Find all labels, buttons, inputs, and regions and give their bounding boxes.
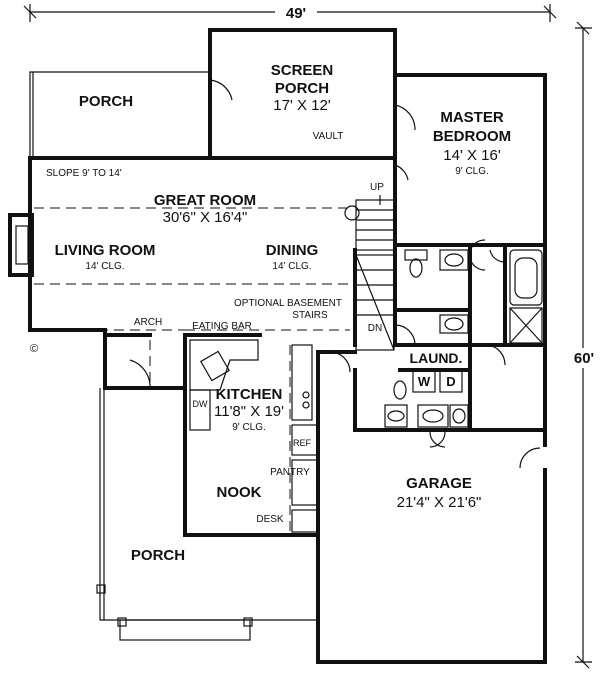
exterior-walls xyxy=(8,28,547,664)
dining-clg: 14' CLG. xyxy=(272,261,311,272)
arch-note: ARCH xyxy=(134,317,162,328)
living-room-clg: 14' CLG. xyxy=(85,261,124,272)
porch-top-label: PORCH xyxy=(79,93,133,110)
slope-note: SLOPE 9' TO 14' xyxy=(46,168,122,179)
great-room-size: 30'6" X 16'4" xyxy=(163,209,248,226)
living-room-label: LIVING ROOM xyxy=(55,242,156,259)
screen-porch-label-2: PORCH xyxy=(275,80,329,97)
bath-fixtures xyxy=(384,249,543,428)
laundry-appliances xyxy=(412,369,463,393)
width-label: 49' xyxy=(286,5,306,22)
washer-label: W xyxy=(418,374,431,389)
room-labels: PORCH SCREEN PORCH 17' X 12' VAULT MASTE… xyxy=(30,62,511,564)
nook-label: NOOK xyxy=(217,484,262,501)
dn-note: DN xyxy=(368,323,382,334)
doors xyxy=(129,79,541,469)
master-label-1: MASTER xyxy=(440,109,504,126)
great-room-label: GREAT ROOM xyxy=(154,192,256,209)
dimension-width: 49' xyxy=(23,3,557,22)
master-size: 14' X 16' xyxy=(443,147,501,164)
kitchen-fixtures xyxy=(189,339,318,533)
screen-porch-label-1: SCREEN xyxy=(271,62,334,79)
stairs xyxy=(344,195,395,351)
kitchen-size: 11'8" X 19' xyxy=(214,403,284,420)
front-porch xyxy=(96,388,318,641)
vault-note: VAULT xyxy=(313,131,344,142)
kitchen-label: KITCHEN xyxy=(216,386,283,403)
optional-basement-note-2: STAIRS xyxy=(292,310,328,321)
depth-label: 60' xyxy=(574,350,594,367)
ref-note: REF xyxy=(293,438,312,448)
ceiling-lines xyxy=(34,207,350,535)
dining-label: DINING xyxy=(266,242,319,259)
up-note: UP xyxy=(370,182,384,193)
garage-label: GARAGE xyxy=(406,475,472,492)
dryer-label: D xyxy=(446,374,455,389)
copyright-mark: © xyxy=(30,343,38,355)
optional-basement-note-1: OPTIONAL BASEMENT xyxy=(234,298,342,309)
laundry-label: LAUND. xyxy=(410,350,463,366)
kitchen-clg: 9' CLG. xyxy=(232,422,266,433)
dw-note: DW xyxy=(193,399,208,409)
master-label-2: BEDROOM xyxy=(433,128,511,145)
screen-porch-size: 17' X 12' xyxy=(273,97,331,114)
dimension-depth: 60' xyxy=(570,21,598,669)
desk-note: DESK xyxy=(256,514,284,525)
master-clg: 9' CLG. xyxy=(455,166,489,177)
pantry-note: PANTRY xyxy=(270,467,310,478)
porch-front-label: PORCH xyxy=(131,547,185,564)
garage-size: 21'4" X 21'6" xyxy=(397,494,482,511)
eating-bar-note: EATING BAR xyxy=(192,321,252,332)
